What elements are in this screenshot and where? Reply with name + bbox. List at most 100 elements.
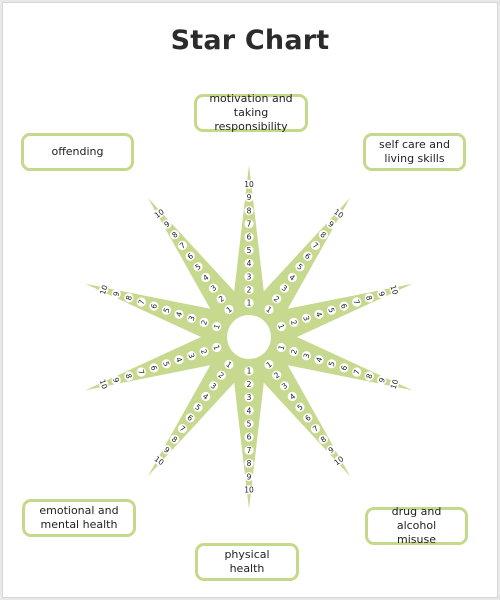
scale-dot[interactable] — [276, 321, 286, 332]
scale-dot[interactable] — [177, 424, 188, 434]
scale-dot[interactable] — [99, 379, 109, 389]
scale-dot[interactable] — [208, 381, 219, 391]
scale-dot[interactable] — [174, 309, 184, 319]
scale-dot[interactable] — [289, 317, 299, 327]
scale-dot[interactable] — [193, 402, 203, 412]
scale-dot[interactable] — [377, 289, 387, 299]
scale-dot[interactable] — [279, 381, 290, 391]
scale-dot[interactable] — [327, 359, 337, 369]
scale-dot[interactable] — [377, 375, 387, 385]
scale-dot[interactable] — [161, 305, 171, 315]
scale-dot[interactable] — [216, 370, 226, 380]
scale-dot[interactable] — [99, 285, 109, 295]
scale-dot[interactable] — [303, 413, 313, 423]
scale-dot[interactable] — [154, 208, 164, 218]
scale-dot[interactable] — [339, 363, 349, 373]
scale-dot[interactable] — [244, 379, 254, 389]
scale-dot[interactable] — [187, 313, 197, 323]
scale-dot[interactable] — [264, 304, 274, 315]
scale-dot[interactable] — [334, 456, 344, 466]
scale-dot[interactable] — [301, 313, 311, 323]
scale-dot[interactable] — [287, 272, 297, 283]
scale-dot[interactable] — [364, 371, 374, 381]
scale-dot[interactable] — [244, 485, 254, 495]
scale-dot[interactable] — [244, 406, 254, 416]
scale-dot[interactable] — [244, 219, 254, 229]
scale-dot[interactable] — [310, 240, 321, 250]
scale-dot[interactable] — [295, 262, 305, 272]
scale-dot[interactable] — [364, 293, 374, 303]
scale-dot[interactable] — [224, 359, 234, 370]
scale-dot[interactable] — [326, 219, 336, 229]
scale-dot[interactable] — [136, 367, 146, 377]
scale-dot[interactable] — [201, 391, 211, 402]
scale-dot[interactable] — [185, 251, 195, 261]
scale-dot[interactable] — [124, 371, 134, 381]
scale-dot[interactable] — [244, 298, 254, 308]
scale-dot[interactable] — [244, 432, 254, 442]
scale-dot[interactable] — [289, 347, 299, 357]
scale-dot[interactable] — [154, 456, 164, 466]
scale-dot[interactable] — [264, 359, 274, 370]
scale-dot[interactable] — [279, 283, 290, 293]
scale-dot[interactable] — [111, 375, 121, 385]
scale-dot[interactable] — [244, 192, 254, 202]
scale-dot[interactable] — [199, 347, 209, 357]
scale-dot[interactable] — [244, 366, 254, 376]
scale-dot[interactable] — [111, 289, 121, 299]
scale-dot[interactable] — [244, 272, 254, 282]
scale-dot[interactable] — [339, 301, 349, 311]
scale-dot[interactable] — [212, 342, 222, 353]
scale-dot[interactable] — [224, 304, 234, 315]
scale-dot[interactable] — [301, 351, 311, 361]
scale-dot[interactable] — [185, 413, 195, 423]
scale-dot[interactable] — [244, 445, 254, 455]
scale-dot[interactable] — [244, 458, 254, 468]
scale-dot[interactable] — [327, 305, 337, 315]
scale-dot[interactable] — [177, 240, 188, 250]
scale-dot[interactable] — [212, 321, 222, 332]
scale-dot[interactable] — [162, 219, 172, 229]
scale-dot[interactable] — [272, 294, 282, 304]
scale-dot[interactable] — [199, 317, 209, 327]
scale-dot[interactable] — [187, 351, 197, 361]
scale-dot[interactable] — [244, 179, 254, 189]
scale-dot[interactable] — [310, 424, 321, 434]
scale-dot[interactable] — [244, 206, 254, 216]
scale-dot[interactable] — [174, 355, 184, 365]
scale-dot[interactable] — [303, 251, 313, 261]
scale-dot[interactable] — [244, 472, 254, 482]
scale-dot[interactable] — [244, 392, 254, 402]
scale-dot[interactable] — [287, 391, 297, 402]
scale-dot[interactable] — [124, 293, 134, 303]
scale-dot[interactable] — [208, 283, 219, 293]
scale-dot[interactable] — [295, 402, 305, 412]
scale-dot[interactable] — [201, 272, 211, 283]
scale-dot[interactable] — [136, 297, 146, 307]
scale-dot[interactable] — [244, 258, 254, 268]
scale-dot[interactable] — [244, 285, 254, 295]
scale-dot[interactable] — [276, 342, 286, 353]
scale-dot[interactable] — [352, 367, 362, 377]
scale-dot[interactable] — [314, 355, 324, 365]
scale-dot[interactable] — [162, 445, 172, 455]
scale-dot[interactable] — [389, 285, 399, 295]
scale-dot[interactable] — [244, 419, 254, 429]
scale-dot[interactable] — [244, 245, 254, 255]
scale-dot[interactable] — [389, 379, 399, 389]
scale-dot[interactable] — [170, 434, 180, 444]
scale-dot[interactable] — [318, 434, 328, 444]
scale-dot[interactable] — [161, 359, 171, 369]
scale-dot[interactable] — [244, 232, 254, 242]
scale-dot[interactable] — [318, 230, 328, 240]
scale-dot[interactable] — [170, 230, 180, 240]
scale-dot[interactable] — [149, 363, 159, 373]
scale-dot[interactable] — [334, 208, 344, 218]
scale-dot[interactable] — [326, 445, 336, 455]
scale-dot[interactable] — [314, 309, 324, 319]
scale-dot[interactable] — [352, 297, 362, 307]
scale-dot[interactable] — [149, 301, 159, 311]
scale-dot[interactable] — [216, 294, 226, 304]
scale-dot[interactable] — [193, 262, 203, 272]
scale-dot[interactable] — [272, 370, 282, 380]
